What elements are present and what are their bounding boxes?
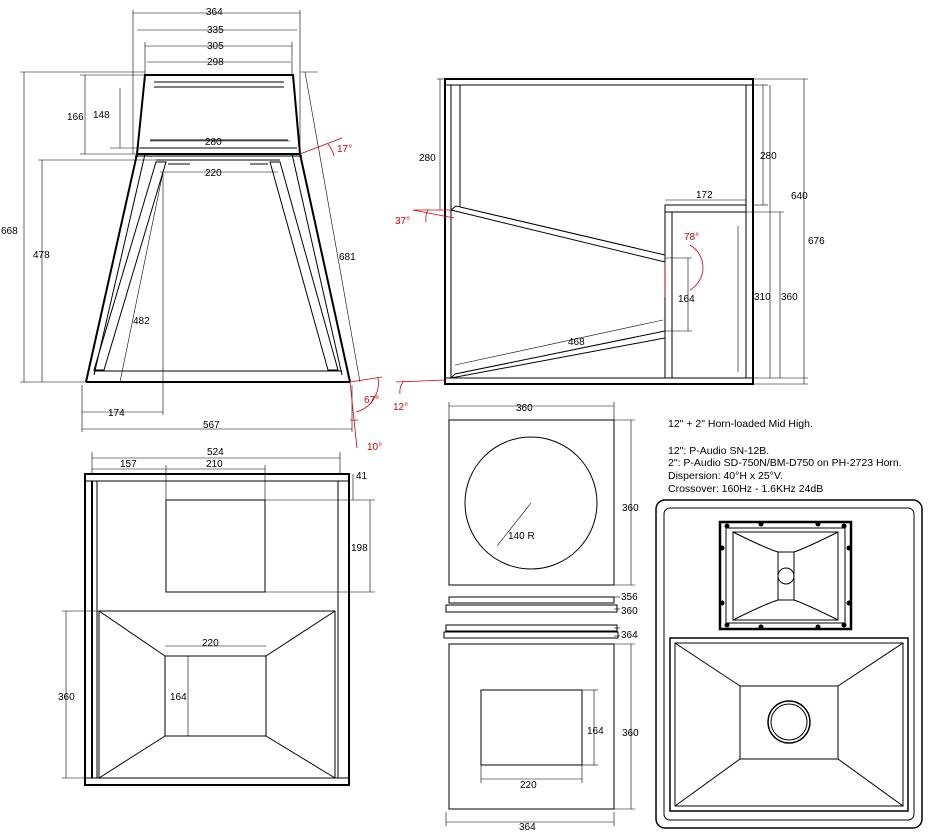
edge-strips [443,596,619,639]
dim-280-side: 280 [205,137,222,148]
dim-364-top: 364 [206,7,223,18]
dim-220-throat: 220 [202,638,219,649]
dim-164-mouth: 164 [678,294,695,305]
dim-482: 482 [133,316,150,327]
dim-360-mouth: 360 [622,728,639,739]
dim-676: 676 [808,236,825,247]
lf-horn [669,637,909,812]
angle-67: 67° [364,395,379,406]
dim-468: 468 [568,337,585,348]
dim-157: 157 [120,459,137,470]
dim-356: 356 [621,592,638,603]
dim-210: 210 [206,459,223,470]
angle-17: 17° [337,144,352,155]
side-view: 364 335 305 298 166 148 280 220 668 478 … [1,7,382,453]
dim-298: 298 [207,57,224,68]
dim-524: 524 [207,447,224,458]
baffle-dimensions [445,402,635,826]
mouth-baffle [448,643,615,810]
dim-198: 198 [351,543,368,554]
notes-line-1: 12": P-Audio SN-12B. [668,445,769,457]
angle-37: 37° [395,216,410,227]
section-angle-markers [395,209,704,395]
dim-140R: 140 R [508,531,535,542]
dim-164-throat: 164 [170,692,187,703]
dim-364-strip: 364 [621,630,638,641]
dim-364-bottom: 364 [519,822,536,833]
dim-640: 640 [791,191,808,202]
notes-line-3: Dispersion: 40°H x 25°V. [668,470,783,482]
section-cabinet [444,78,754,385]
baffle-view: 360 360 140 R 356 360 364 360 164 220 36… [443,402,639,833]
notes-line-2: 2": P-Audio SD-750N/BM-D750 on PH-2723 H… [668,457,902,469]
dim-478: 478 [33,250,50,261]
dim-360-baffle-top: 360 [516,403,533,414]
dim-310: 310 [754,292,771,303]
angle-10: 10° [367,442,382,453]
dim-220-slot: 220 [520,780,537,791]
driver-baffle [448,419,615,586]
section-view: 280 280 172 640 676 310 360 164 468 37° … [393,78,825,413]
side-dimensions [20,10,361,432]
dim-567: 567 [203,420,220,431]
front-render [655,499,923,829]
dim-360-baffle-side: 360 [622,503,639,514]
dim-148: 148 [93,110,110,121]
notes: 12" + 2" Horn-loaded Mid High. 12": P-Au… [668,418,902,495]
notes-title: 12" + 2" Horn-loaded Mid High. [668,418,813,430]
dim-280-left: 280 [419,153,436,164]
dim-41: 41 [356,471,368,482]
dim-280-right: 280 [760,151,777,162]
angle-12: 12° [393,402,408,413]
dim-668: 668 [1,226,18,237]
dim-335: 335 [207,25,224,36]
section-dimensions [437,78,808,385]
dim-360-front: 360 [58,692,75,703]
dim-305: 305 [207,41,224,52]
side-body [85,153,351,383]
dim-172: 172 [696,190,713,201]
front-dimensions [62,452,375,779]
dim-174: 174 [108,408,125,419]
angle-78: 78° [684,232,699,243]
dim-164-slot: 164 [587,726,604,737]
notes-line-4: Crossover: 160Hz - 1.6KHz 24dB [668,483,823,495]
dim-220-side: 220 [205,168,222,179]
side-angle-markers [299,137,383,449]
hf-horn [718,520,853,631]
dim-166: 166 [67,112,84,123]
front-cabinet [84,473,350,786]
dim-360-section: 360 [781,292,798,303]
front-view: 524 157 210 41 198 360 220 164 [58,447,375,786]
dim-360-strip: 360 [621,606,638,617]
dim-681: 681 [339,252,356,263]
